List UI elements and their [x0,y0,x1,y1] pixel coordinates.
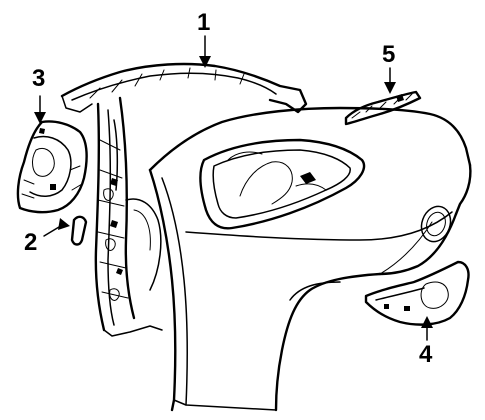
inner-quarter-panel-structure [60,62,308,337]
part-2-strip [70,215,88,246]
callout-1: 1 [197,9,210,36]
part-3-inner-panel [16,120,88,214]
quarter-window [199,138,366,230]
callout-5: 5 [382,41,395,68]
leader-lines [34,35,433,341]
callout-2: 2 [24,229,37,256]
fuel-door [420,205,452,243]
part-4-bracket [364,260,470,326]
part-5-trim [344,90,422,126]
callout-4: 4 [419,341,433,368]
callout-3: 3 [32,65,45,92]
